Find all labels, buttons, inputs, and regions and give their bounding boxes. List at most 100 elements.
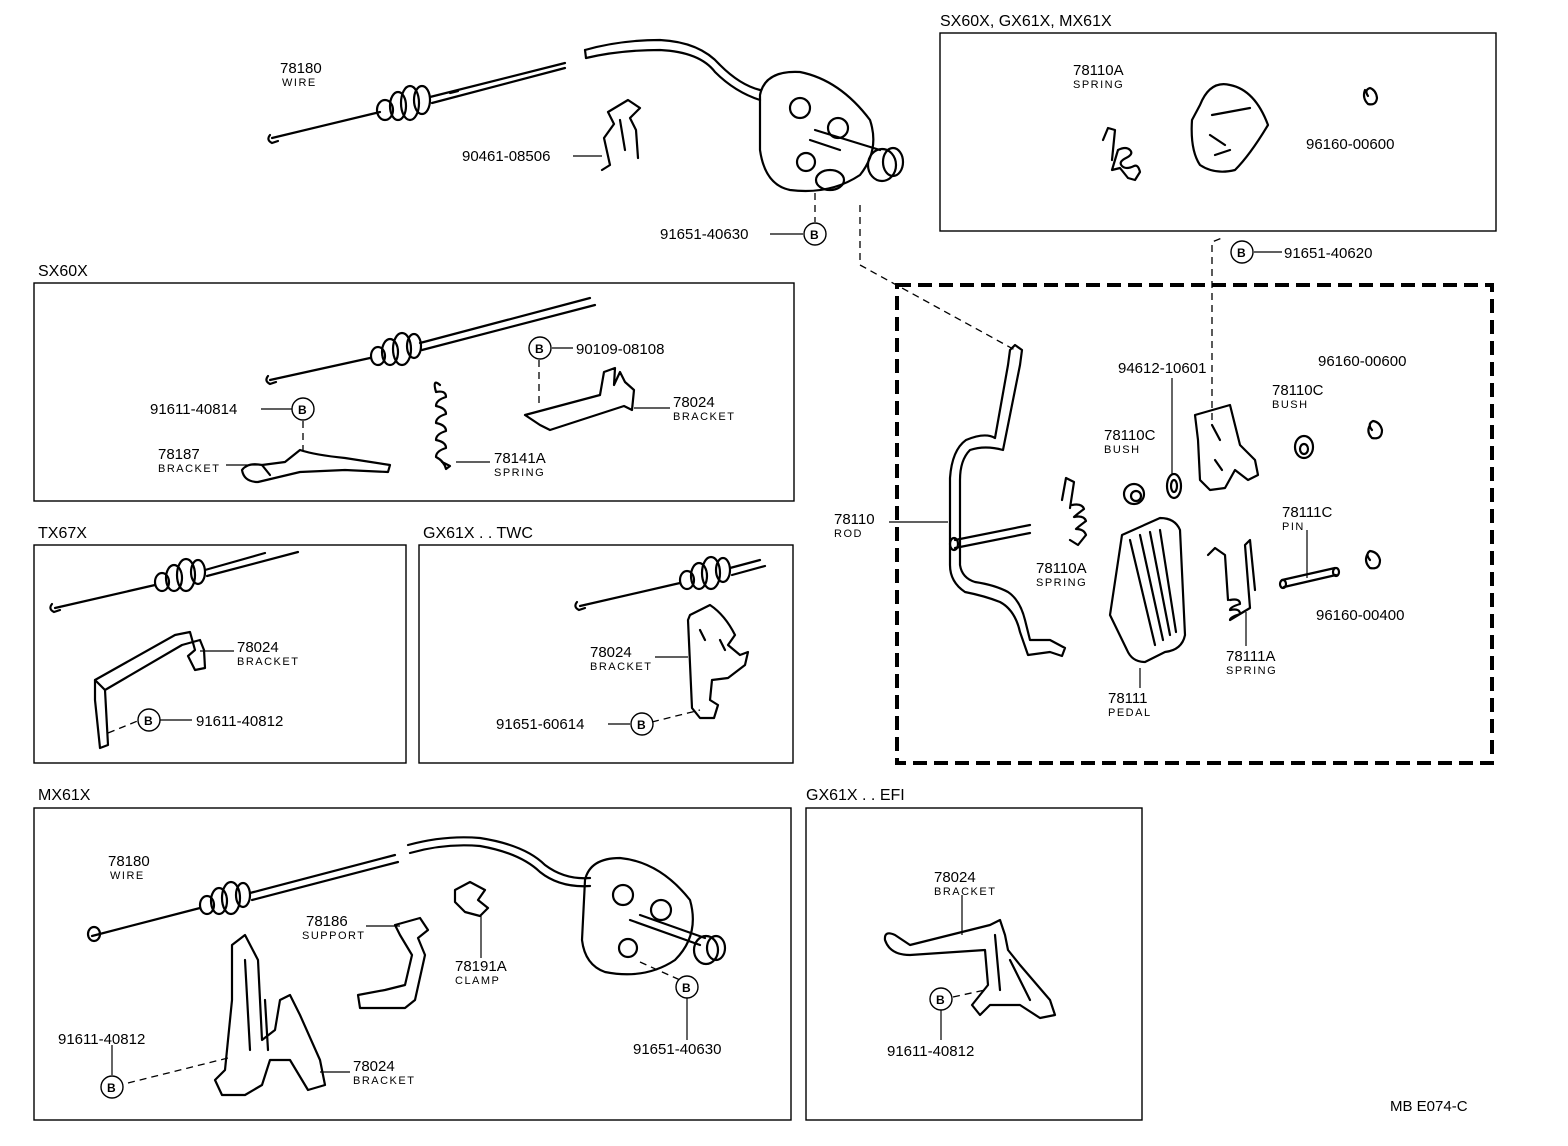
part-name-bracket-efi: BRACKET	[934, 886, 996, 898]
part-number-91651-40630: 91651-40630	[660, 226, 748, 243]
dash-bolt-twc	[651, 709, 701, 723]
wire-sx60x	[265, 296, 597, 386]
part-name-bracket-78187: BRACKET	[158, 463, 220, 475]
part-name-spring-78141a: SPRING	[494, 467, 545, 479]
part-name-bush-1: BUSH	[1104, 444, 1141, 456]
part-number-96160-00400: 96160-00400	[1316, 607, 1404, 624]
bolt-symbol-label: B	[144, 714, 153, 728]
part-number-90109-08108: 90109-08108	[576, 341, 664, 358]
box-sx60x-gx61x-mx61x	[939, 32, 1497, 232]
bolt-symbol-efi	[929, 987, 953, 1011]
spring-78111a	[1206, 538, 1257, 622]
bush-78110c-2	[1293, 434, 1315, 460]
bolt-symbol-label: B	[682, 981, 691, 995]
rod-78110	[948, 343, 1067, 658]
topbox-to-pedal-dash	[1211, 237, 1223, 420]
section-title-mx61x: MX61X	[38, 787, 91, 804]
part-number-78110a-topbox: 78110A	[1073, 62, 1124, 79]
bolt-symbol-tx67x	[137, 708, 161, 732]
part-number-78186: 78186	[306, 913, 348, 930]
part-name-bush-2: BUSH	[1272, 399, 1309, 411]
dash-bolt-efi	[952, 989, 986, 998]
spring-78110a-pedal	[1060, 476, 1088, 547]
part-name-clamp: CLAMP	[455, 975, 500, 987]
box-sx60x	[33, 282, 795, 502]
part-number-78187: 78187	[158, 446, 200, 463]
part-name-spring-pedal: SPRING	[1036, 577, 1087, 589]
clip-96160-00600-pedal	[1367, 419, 1384, 440]
part-number-90461-08506: 90461-08506	[462, 148, 550, 165]
section-title-gx61x-efi: GX61X . . EFI	[806, 787, 905, 804]
bracket-topbox	[1190, 83, 1270, 173]
wire-bracket-plate-top	[758, 70, 905, 193]
part-number-94612-10601: 94612-10601	[1118, 360, 1206, 377]
bolt-symbol-label: B	[535, 342, 544, 356]
part-number-91611-40812-efi: 91611-40812	[887, 1043, 974, 1060]
part-number-96160-00600-pedal: 96160-00600	[1318, 353, 1406, 370]
washer-94612	[1165, 472, 1183, 500]
box-gx61x-efi	[805, 807, 1143, 1121]
bracket-78024-tx67x	[93, 630, 207, 750]
bracket-78024-sx60x	[523, 366, 636, 432]
bolt-symbol-topbox	[1230, 240, 1254, 264]
part-number-78111c: 78111C	[1282, 504, 1332, 521]
bolt-symbol-mx61x-b	[675, 975, 699, 999]
part-number-78110: 78110	[834, 511, 875, 528]
part-name-bracket-twc: BRACKET	[590, 661, 652, 673]
spring-78110a-topbox	[1101, 126, 1142, 182]
part-name-bracket-mx61x: BRACKET	[353, 1075, 415, 1087]
part-number-91651-40620: 91651-40620	[1284, 245, 1372, 262]
bolt-symbol-label: B	[936, 993, 945, 1007]
wire-bracket-plate-mx61x	[580, 856, 727, 976]
part-name-bracket-tx67x: BRACKET	[237, 656, 299, 668]
bolt-symbol-sx60x-a	[528, 336, 552, 360]
section-title-sx60x-gx61x-mx61x: SX60X, GX61X, MX61X	[940, 13, 1112, 30]
part-number-91651-40630-mx61x: 91651-40630	[633, 1041, 721, 1058]
bush-78110c-1	[1122, 482, 1146, 506]
part-number-78024-sx60x: 78024	[673, 394, 715, 411]
part-name-wire: WIRE	[282, 77, 317, 89]
part-number-78024-efi: 78024	[934, 869, 976, 886]
pedal-78111	[1108, 516, 1187, 664]
bolt-symbol-label: B	[637, 718, 646, 732]
wire-twc	[574, 555, 767, 612]
clip-90461	[600, 98, 642, 172]
bolt-symbol-label: B	[810, 228, 819, 242]
clamp-78191a	[453, 880, 490, 918]
bolt-symbol-label: B	[298, 403, 307, 417]
wire-mx61x	[86, 836, 592, 943]
pin-78111c	[1278, 566, 1341, 590]
box-tx67x	[33, 544, 407, 764]
part-number-78110c-1: 78110C	[1104, 427, 1156, 444]
bolt-symbol-label: B	[107, 1081, 116, 1095]
dash-bolt-mx61x-a	[127, 1057, 229, 1084]
part-number-91611-40812-tx67x: 91611-40812	[196, 713, 283, 730]
support-78186	[356, 916, 430, 1010]
spring-78141a-sx60x	[433, 381, 452, 471]
part-number-91651-60614: 91651-60614	[496, 716, 584, 733]
bracket-78187-sx60x	[240, 448, 392, 484]
bolt-symbol-twc	[630, 712, 654, 736]
part-name-pin: PIN	[1282, 521, 1305, 533]
part-number-78110a-pedal: 78110A	[1036, 560, 1087, 577]
part-number-78180-mx61x: 78180	[108, 853, 150, 870]
section-title-gx61x-twc: GX61X . . TWC	[423, 525, 533, 542]
dash-bolt-mx61x-b	[639, 961, 681, 981]
part-name-spring-78111a: SPRING	[1226, 665, 1277, 677]
part-number-96160-00600-topbox: 96160-00600	[1306, 136, 1394, 153]
bracket-78024-efi	[883, 918, 1057, 1020]
part-number-78111: 78111	[1108, 690, 1148, 707]
wire-tx67x	[49, 550, 300, 614]
part-number-78111a: 78111A	[1226, 648, 1276, 665]
box-mx61x	[33, 807, 792, 1121]
bracket-pedal	[1193, 403, 1260, 492]
diagram-code: MB E074-C	[1390, 1098, 1468, 1115]
clip-96160-00400	[1364, 549, 1382, 570]
part-number-78024-mx61x: 78024	[353, 1058, 395, 1075]
part-name-pedal: PEDAL	[1108, 707, 1152, 719]
bolt-symbol-top	[803, 222, 827, 246]
accelerator-wire-top	[267, 38, 762, 145]
part-number-78024-twc: 78024	[590, 644, 632, 661]
pedal-assembly-box	[895, 283, 1494, 765]
